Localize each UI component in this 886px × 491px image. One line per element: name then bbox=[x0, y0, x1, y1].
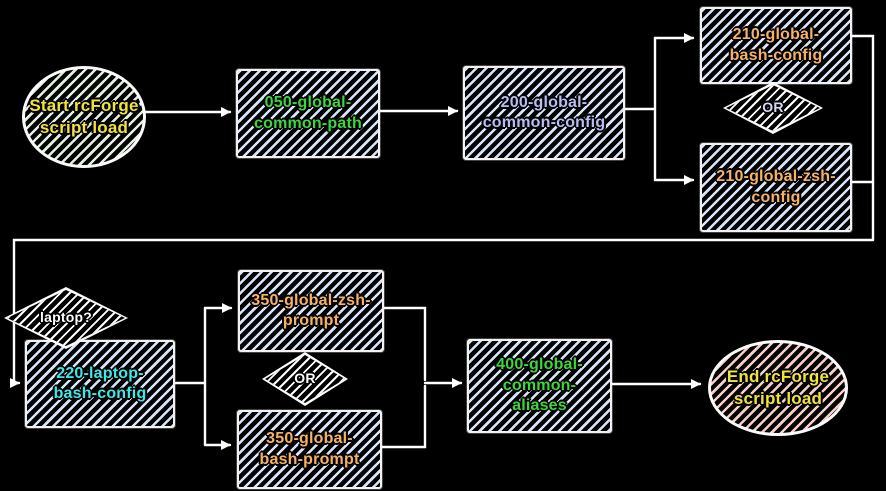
edge-200-branch-stem bbox=[619, 36, 657, 182]
node-label: 200-global- common-config bbox=[482, 93, 606, 131]
node-210-global-bash-config: 210-global- bash-config bbox=[700, 7, 852, 84]
node-label: Start rcForge script load bbox=[29, 96, 139, 137]
node-label: 050-global- common-path bbox=[254, 94, 362, 132]
node-label: 210-global-zsh- config bbox=[716, 168, 836, 206]
edge-350bash-merge bbox=[375, 384, 427, 449]
node-laptop-decision-diamond: laptop? bbox=[4, 287, 128, 349]
node-label: laptop? bbox=[40, 309, 92, 326]
node-210-global-zsh-config: 210-global-zsh- config bbox=[700, 143, 852, 232]
node-400-global-common-aliases: 400-global- common- aliases bbox=[467, 339, 612, 433]
node-label: 350-global- bash-prompt bbox=[259, 430, 360, 468]
node-350-global-bash-prompt: 350-global- bash-prompt bbox=[237, 410, 382, 489]
node-or-diamond-top: OR bbox=[723, 82, 823, 134]
node-200-global-common-config: 200-global- common-config bbox=[463, 66, 625, 160]
node-start-ellipse: Start rcForge script load bbox=[22, 66, 146, 168]
node-050-global-common-path: 050-global- common-path bbox=[236, 69, 380, 158]
node-end-ellipse: End rcForge script load bbox=[708, 340, 848, 436]
node-label: 220-laptop- bash-config bbox=[53, 364, 147, 402]
edge-350zsh-merge bbox=[378, 306, 427, 382]
node-220-laptop-bash-config: 220-laptop- bash-config bbox=[25, 340, 175, 428]
node-label: End rcForge script load bbox=[726, 367, 830, 408]
node-label: 350-global-zsh- prompt bbox=[251, 291, 371, 329]
node-label: 210-global- bash-config bbox=[729, 26, 823, 64]
node-label: OR bbox=[294, 370, 316, 387]
edge-220-branch-stem bbox=[168, 306, 207, 447]
node-or-diamond-bottom: OR bbox=[262, 352, 348, 406]
node-350-global-zsh-prompt: 350-global-zsh- prompt bbox=[238, 270, 384, 352]
node-label: 400-global- common- aliases bbox=[496, 356, 583, 415]
node-label: OR bbox=[762, 99, 784, 116]
edge-210bash-to-right bbox=[846, 34, 875, 242]
